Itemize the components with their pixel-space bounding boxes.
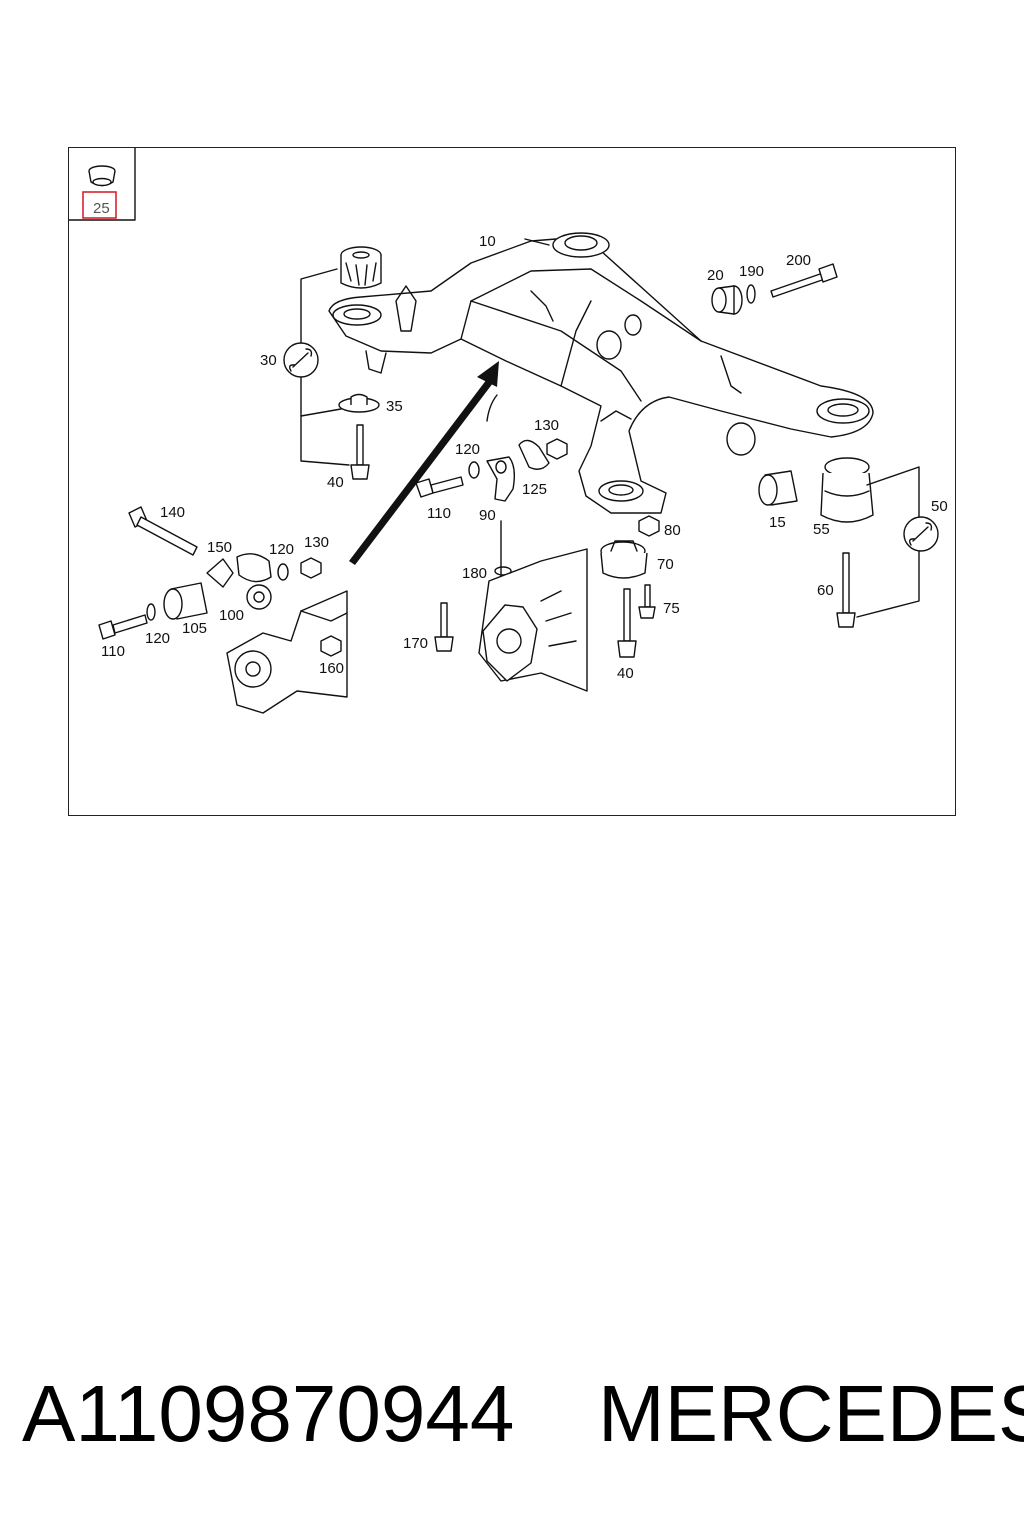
callout-200: 200: [786, 252, 811, 269]
item-40-bolt-right: [617, 588, 637, 658]
item-120-washer-bottom: [146, 603, 156, 621]
callout-80: 80: [664, 522, 681, 539]
item-30-bushing: [340, 246, 382, 289]
item-170-bolt: [434, 602, 454, 652]
callout-110-top: 110: [427, 505, 451, 522]
callout-180: 180: [462, 565, 487, 582]
callout-160: 160: [319, 660, 344, 677]
item-80-nut: [638, 515, 660, 537]
rear-subframe-exploded-diagram: 25: [69, 148, 948, 714]
callout-120-left: 120: [269, 541, 294, 558]
callout-130-left: 130: [304, 534, 329, 551]
callout-40-left: 40: [327, 474, 344, 491]
callout-125: 125: [522, 481, 547, 498]
item-190-washer: [746, 284, 756, 304]
item-25-highlight-box: [82, 191, 117, 219]
callout-70: 70: [657, 556, 674, 573]
subframe-body: [328, 232, 874, 514]
part-number: A1109870944: [22, 1369, 515, 1458]
location-arrow: [349, 361, 499, 565]
item-110-bolt-bottom: [98, 614, 148, 640]
item-35-washer: [338, 393, 380, 413]
item-130-nut-left: [300, 557, 322, 579]
callout-150: 150: [207, 539, 232, 556]
item-55-mount: [820, 457, 874, 523]
item-120-washer-top: [468, 461, 480, 479]
wrench-icon-50: [903, 516, 939, 552]
item-25-inset: 25: [69, 148, 136, 221]
callout-15: 15: [769, 514, 786, 531]
item-75-bolt: [638, 584, 656, 619]
item-200-bolt: [770, 263, 838, 298]
callout-60: 60: [817, 582, 834, 599]
callout-190: 190: [739, 263, 764, 280]
item-20-spacer: [711, 285, 743, 315]
item-70-mount: [600, 540, 648, 579]
callout-55: 55: [813, 521, 830, 538]
differential-housing: [478, 520, 588, 692]
callout-120-top: 120: [455, 441, 480, 458]
callout-75: 75: [663, 600, 680, 617]
callout-50: 50: [931, 498, 948, 515]
callout-105: 105: [182, 620, 207, 637]
callout-110-bottom: 110: [101, 643, 125, 660]
callout-20: 20: [707, 267, 724, 284]
callout-100: 100: [219, 607, 244, 624]
parts-diagram-frame: 25: [68, 147, 956, 816]
item-130-nut-top: [546, 438, 568, 460]
item-110-bolt-top: [415, 476, 464, 498]
item-15-bushing: [758, 470, 798, 506]
item-140-bolt: [128, 506, 198, 556]
callout-35: 35: [386, 398, 403, 415]
callout-90: 90: [479, 507, 496, 524]
callout-30: 30: [260, 352, 277, 369]
callout-130-top: 130: [534, 417, 559, 434]
callout-120-bottom: 120: [145, 630, 170, 647]
item-40-bolt-left: [350, 424, 370, 480]
item-160-nut: [320, 635, 342, 657]
callout-10: 10: [479, 233, 496, 250]
item-105-bushing: [163, 582, 208, 620]
item-120-washer-left: [277, 563, 289, 581]
item-125-plate: [518, 439, 550, 470]
item-90-bracket: [486, 456, 516, 502]
callout-140: 140: [160, 504, 185, 521]
callout-40-right: 40: [617, 665, 634, 682]
item-60-bolt: [836, 552, 856, 628]
wrench-icon-30: [283, 342, 319, 378]
callout-170: 170: [403, 635, 428, 652]
callout-25: 25: [93, 200, 110, 217]
item-150-plate: [206, 558, 234, 588]
wheel-carrier: [226, 590, 348, 714]
item-100-bushing: [236, 553, 272, 610]
brand-name: MERCEDES: [598, 1369, 1024, 1458]
